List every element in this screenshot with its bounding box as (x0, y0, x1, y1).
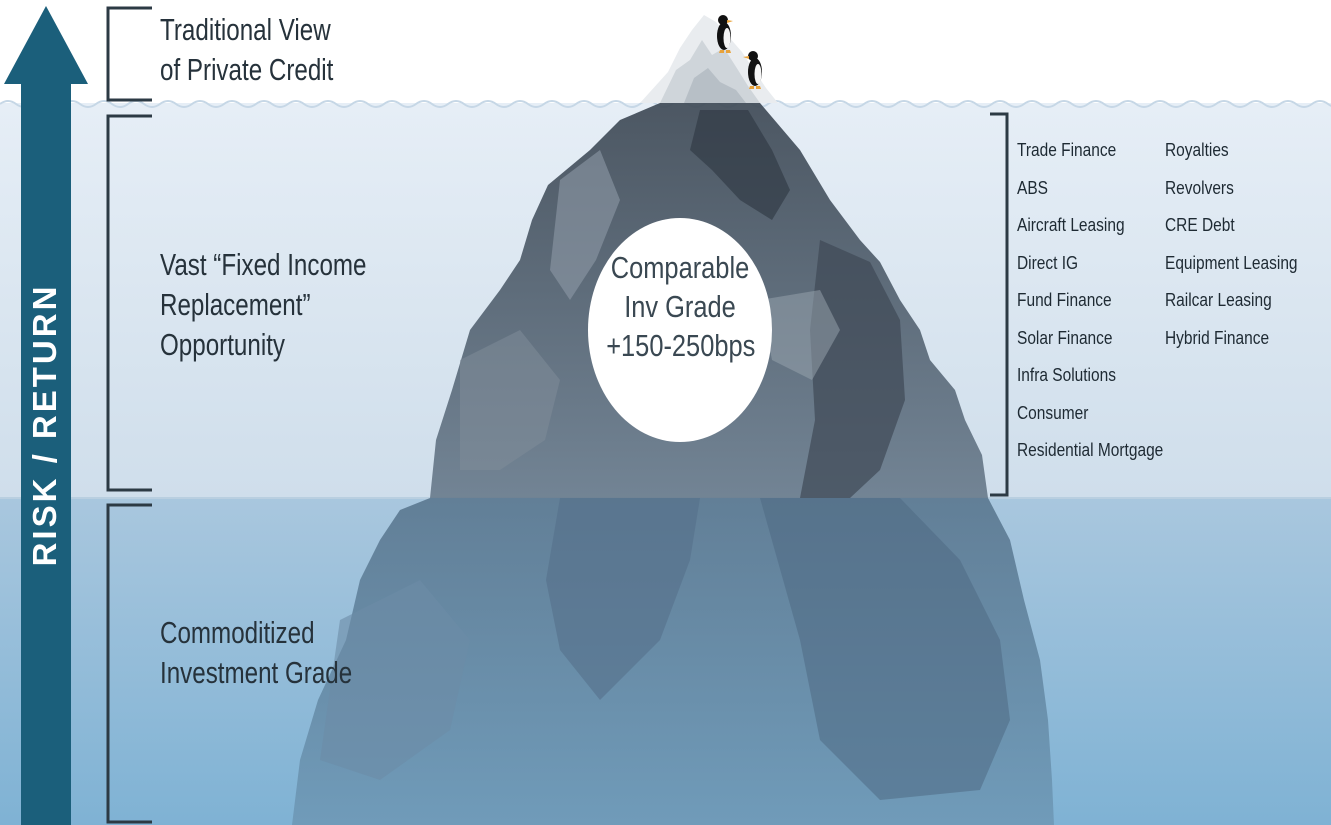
list-item: Aircraft Leasing (1017, 215, 1125, 235)
risk-return-arrow (4, 6, 88, 825)
list-item: Fund Finance (1017, 290, 1112, 310)
axis-label: RISK / RETURN (26, 283, 63, 567)
asset-list-column-1: Trade Finance ABS Aircraft Leasing Direc… (1017, 132, 1163, 470)
list-item: Infra Solutions (1017, 365, 1116, 385)
list-item: ABS (1017, 177, 1048, 198)
asset-list-column-2: Royalties Revolvers CRE Debt Equipment L… (1165, 132, 1298, 357)
list-item: Revolvers (1165, 177, 1234, 198)
label-vast-opportunity: Vast “Fixed Income Replacement” Opportun… (160, 247, 367, 362)
left-bracket-commoditized (106, 503, 152, 824)
label-traditional-view: Traditional View of Private Credit (160, 12, 334, 87)
list-item: Solar Finance (1017, 327, 1113, 348)
list-item: Royalties (1165, 140, 1229, 160)
label-commoditized: Commoditized Investment Grade (160, 615, 353, 690)
left-bracket-traditional (106, 6, 152, 102)
list-item: Hybrid Finance (1165, 327, 1270, 348)
iceberg-tip (640, 15, 778, 103)
circle-text: Comparable Inv Grade +150-250bps (606, 250, 756, 363)
list-item: Equipment Leasing (1165, 252, 1298, 273)
highlight-circle (588, 218, 772, 442)
list-item: Railcar Leasing (1165, 290, 1272, 310)
list-item: Residential Mortgage (1017, 440, 1164, 460)
iceberg-body-lower (292, 498, 1054, 825)
list-item: Consumer (1017, 402, 1089, 423)
list-item: Direct IG (1017, 252, 1079, 273)
list-item: CRE Debt (1165, 215, 1235, 235)
penguin-icon (743, 51, 762, 89)
left-bracket-vast (106, 114, 152, 492)
right-bracket (990, 112, 1009, 497)
list-item: Trade Finance (1017, 140, 1117, 160)
penguin-icon (717, 15, 733, 53)
